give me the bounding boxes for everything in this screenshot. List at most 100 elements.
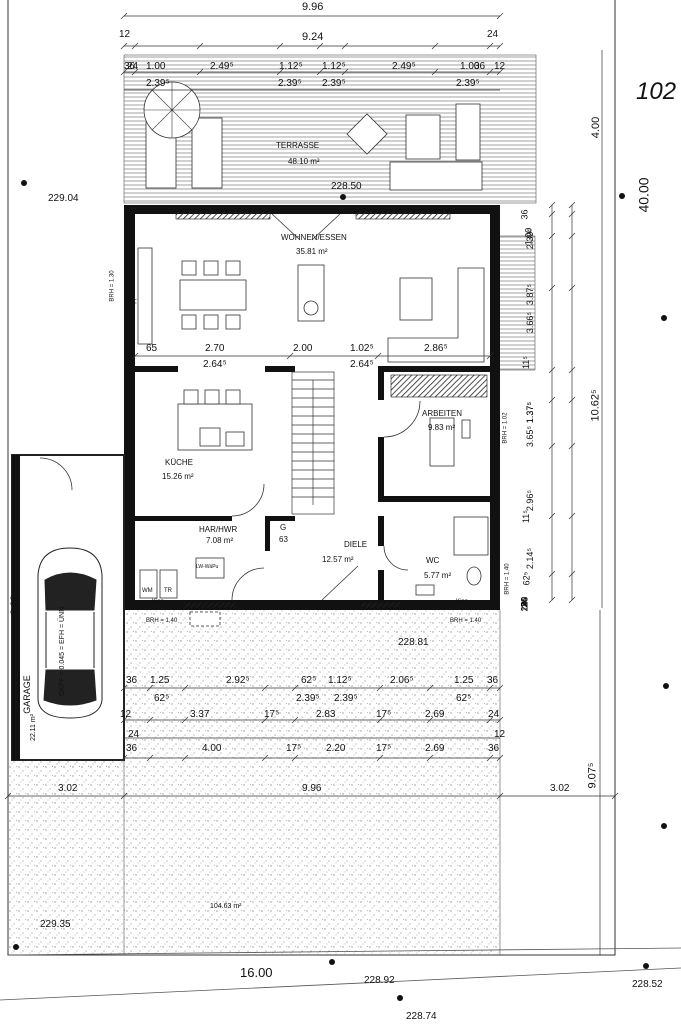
interior-walls: [135, 366, 490, 600]
dim-bot3-1: 4.00: [202, 743, 222, 754]
furniture: [137, 81, 489, 627]
level-228-74: 228.74: [406, 1011, 437, 1022]
side-deck: [498, 235, 536, 371]
note-wm: WM: [142, 588, 153, 594]
dim-right-4-00: 4.00: [590, 116, 603, 139]
dim-bot3-5: 2.69: [425, 743, 445, 754]
staircase: [291, 371, 335, 515]
note-brh-140a: BRH = 1.40: [146, 618, 178, 624]
dim-bot1b-3: 62⁵: [456, 693, 472, 704]
room-g-name: G: [280, 523, 287, 532]
dim-bot1-1: 1.25: [150, 675, 170, 686]
dim-row3-9: 12: [494, 61, 506, 72]
dim-bot2-4: 17⁵: [376, 709, 392, 720]
dim-bottom-16: 16.00: [240, 965, 273, 980]
dim-top-24: 24: [487, 29, 499, 40]
dim-living-0: 65: [146, 343, 158, 354]
dim-bot4-1: 9.96: [302, 783, 322, 794]
dim-right-12: 62⁵: [521, 571, 532, 586]
dim-living-2: 2.00: [293, 343, 313, 354]
dim-right-5: 11⁵: [521, 355, 532, 370]
dim-row4-0: 2.39⁵: [146, 78, 170, 89]
room-g-area: 63: [279, 535, 288, 544]
room-diele-area: 12.57 m²: [322, 555, 354, 564]
dim-bot4-0: 3.02: [58, 783, 78, 794]
dim-bot1b-1: 2.39⁵: [296, 693, 320, 704]
note-brh-140c: BRH = 1.40: [504, 563, 511, 595]
note-tr: TR: [164, 588, 172, 594]
dim-bot1b-2: 2.39⁵: [334, 693, 358, 704]
dim-bot2b-1: 12: [494, 729, 506, 740]
side-yard: [8, 760, 124, 955]
dim-bot2-1: 3.37: [190, 709, 210, 720]
room-arbeiten-area: 9.83 m²: [428, 423, 456, 432]
dim-right-2: 2.39⁵: [525, 227, 536, 250]
room-wohnen-area: 35.81 m²: [296, 247, 328, 256]
dim-right-3: 3.87⁵: [525, 283, 536, 306]
room-arbeiten-name: ARBEITEN: [422, 409, 463, 418]
dim-bot2b-0: 24: [128, 729, 140, 740]
dim-right-11: 2.14⁵: [525, 547, 536, 570]
level-228-50: 228.50: [331, 181, 362, 192]
dim-bot2-2: 17⁵: [264, 709, 280, 720]
room-kueche-area: 15.26 m²: [162, 472, 194, 481]
dim-bot2-5: 2.69: [425, 709, 445, 720]
dim-living2-1: 2.64⁵: [350, 359, 374, 370]
dim-bot3-2: 17⁵: [286, 743, 302, 754]
dim-bot1b-0: 62⁵: [154, 693, 170, 704]
dim-living-4: 2.86⁵: [424, 343, 448, 354]
dim-top-inner: 9.24: [302, 31, 324, 43]
room-har-name: HAR/HWR: [199, 525, 238, 534]
dim-row4-3: 2.39⁵: [456, 78, 480, 89]
room-diele-name: DIELE: [344, 540, 368, 549]
dim-bot3-3: 2.20: [326, 743, 346, 754]
dim-top-total: 9.96: [302, 1, 324, 13]
dim-row3-6: 2.49⁵: [392, 61, 416, 72]
plot-boundary: [7, 0, 616, 956]
dim-bot1-4: 1.12⁵: [328, 675, 352, 686]
dim-bot4-2: 3.02: [550, 783, 570, 794]
room-wc-name: WC: [426, 556, 440, 565]
dim-bot1-5: 2.06⁵: [390, 675, 414, 686]
front-yard-area: 104.63 m²: [210, 903, 242, 910]
note-wp: LW-WäPu: [196, 564, 219, 570]
dim-bot3-6: 36: [488, 743, 500, 754]
note-brh-130: BRH = 1.30: [109, 270, 116, 302]
dim-bot2-6: 24: [488, 709, 500, 720]
front-yard: [124, 610, 500, 955]
dim-garage-area: 22.11 m²: [30, 713, 38, 742]
room-wohnen-name: WOHNEN/ESSEN: [281, 233, 347, 242]
dim-row3-7: 1.00: [460, 61, 480, 72]
dim-bot2-3: 2.83: [316, 709, 336, 720]
plot-number: 102: [636, 78, 677, 105]
dim-row3-3: 2.49⁵: [210, 61, 234, 72]
dim-bot1-7: 36: [487, 675, 499, 686]
room-kueche-name: KÜCHE: [165, 458, 194, 467]
dim-row4-2: 2.39⁵: [322, 78, 346, 89]
room-wc-area: 5.77 m²: [424, 571, 452, 580]
dim-right-0: 36: [519, 209, 530, 220]
dim-right-9: 2.96⁵: [525, 489, 536, 512]
dim-right-4: 3.66⁵: [525, 311, 536, 334]
dim-right-9-07: 9.07⁵: [586, 762, 599, 789]
room-terrasse-name: TERRASSE: [276, 141, 320, 150]
dim-right-10-62: 10.62⁵: [589, 389, 602, 422]
dim-right-40-00: 40.00: [635, 177, 652, 213]
dim-bot1-6: 1.25: [454, 675, 474, 686]
level-228-52: 228.52: [632, 979, 663, 990]
dim-row3-2: 1.00: [146, 61, 166, 72]
dim-bot3-0: 36: [126, 743, 138, 754]
garage-apron: [36, 760, 124, 770]
dim-right-10: 11⁵: [521, 509, 532, 524]
note-okff: OKFF = 0.045 = EFH = ÜNN: [59, 606, 67, 697]
dim-right-7: 1.37⁵: [525, 401, 536, 424]
dim-row3-1: 36: [124, 61, 136, 72]
dim-top-12: 12: [119, 29, 131, 40]
dim-living-3: 1.02⁵: [350, 343, 374, 354]
dim-garage-len: 8.02: [9, 595, 21, 615]
dim-living2-0: 2.64⁵: [203, 359, 227, 370]
dim-row4-1: 2.39⁵: [278, 78, 302, 89]
dim-right-18: 12: [519, 601, 530, 612]
level-229-04: 229.04: [48, 193, 79, 204]
note-brh-102: BRH = 1.02: [502, 412, 509, 444]
